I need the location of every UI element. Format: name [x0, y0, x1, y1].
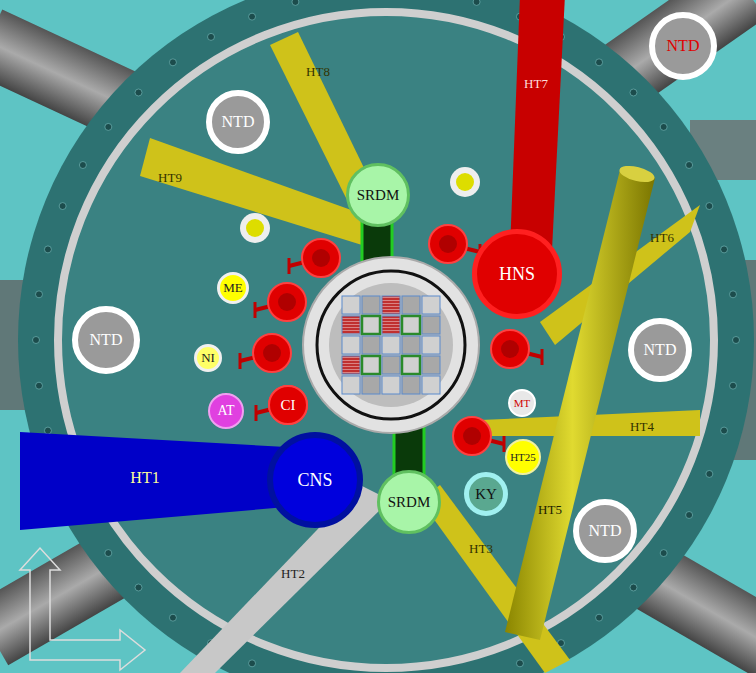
ky-port: KY	[464, 472, 508, 516]
flange	[18, 0, 754, 673]
ntd-detector: NTD	[72, 306, 140, 374]
node-label: SRDM	[388, 494, 431, 511]
node-label: ME	[223, 280, 243, 296]
node-label: MT	[514, 397, 531, 409]
beam-tube-label: HT6	[650, 230, 674, 246]
ntd-detector: NTD	[573, 499, 637, 563]
ci-rod: CI	[268, 385, 308, 425]
reactor-core	[303, 257, 479, 433]
node-label: AT	[217, 403, 234, 419]
node-text-wrap: ME	[217, 272, 249, 304]
ht25-port: HT25	[505, 439, 541, 475]
beam-tube-label: HT8	[306, 64, 330, 80]
ntd-detector: NTD	[206, 90, 270, 154]
srdm-drive: SRDM	[346, 163, 410, 227]
hns-source: HNS	[472, 229, 562, 319]
node-text-wrap: HT25	[505, 439, 541, 475]
beam-tube-label: HT4	[630, 419, 654, 435]
ntd-detector: NTD	[649, 12, 717, 80]
node-label: CNS	[297, 470, 332, 491]
node-label: SRDM	[357, 187, 400, 204]
node-text-wrap: NTD	[573, 499, 637, 563]
node-label: NTD	[222, 113, 255, 131]
node-text-wrap: NTD	[72, 306, 140, 374]
at-port: AT	[208, 393, 244, 429]
node-label: HNS	[499, 264, 535, 285]
axis-arrows	[20, 548, 145, 670]
node-label: NI	[201, 350, 215, 366]
beam-tube-label: HT1	[130, 469, 159, 487]
node-text-wrap: NI	[194, 344, 222, 372]
top-plate	[58, 12, 714, 668]
mt-port: MT	[508, 389, 536, 417]
node-text-wrap: SRDM	[346, 163, 410, 227]
bolt-holes	[33, 0, 740, 673]
node-label: NTD	[644, 341, 677, 359]
node-text-wrap: CI	[268, 385, 308, 425]
me-port: ME	[217, 272, 249, 304]
cns-source: CNS	[267, 432, 363, 528]
node-label: CI	[281, 397, 296, 414]
node-text-wrap: AT	[208, 393, 244, 429]
node-label: HT25	[510, 451, 536, 463]
beam-tube-label: HT2	[281, 566, 305, 582]
node-text-wrap: CNS	[267, 432, 363, 528]
node-text-wrap: KY	[464, 472, 508, 516]
ni-port: NI	[194, 344, 222, 372]
node-text-wrap: HNS	[472, 229, 562, 319]
node-text-wrap: SRDM	[377, 470, 441, 534]
beam-tube-label: HT7	[524, 76, 548, 92]
node-text-wrap: NTD	[206, 90, 270, 154]
node-text-wrap: NTD	[628, 318, 692, 382]
beam-tube-label: HT3	[469, 541, 493, 557]
node-label: KY	[475, 486, 497, 503]
node-label: NTD	[589, 522, 622, 540]
beam-tubes	[20, 0, 700, 673]
node-label: NTD	[667, 37, 700, 55]
node-text-wrap: NTD	[649, 12, 717, 80]
node-text-wrap: MT	[508, 389, 536, 417]
beam-tube-label: HT5	[538, 502, 562, 518]
beam-tube-label: HT9	[158, 170, 182, 186]
node-label: NTD	[90, 331, 123, 349]
srdm-drive: SRDM	[377, 470, 441, 534]
ntd-detector: NTD	[628, 318, 692, 382]
